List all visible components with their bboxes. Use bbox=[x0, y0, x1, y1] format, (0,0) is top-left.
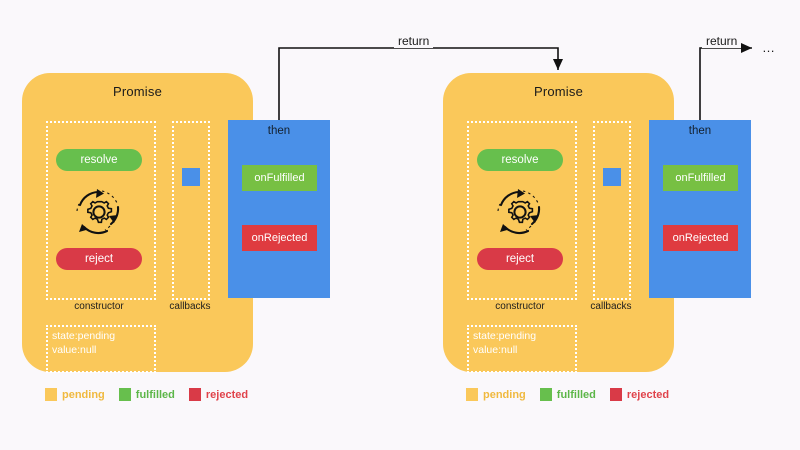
callback-slot-square[interactable] bbox=[603, 168, 621, 186]
legend-swatch-pending bbox=[466, 388, 478, 401]
legend: pending fulfilled rejected bbox=[45, 388, 256, 401]
legend-label-pending: pending bbox=[483, 388, 526, 401]
then-title: then bbox=[267, 125, 291, 137]
constructor-region bbox=[467, 121, 577, 300]
promise-title: Promise bbox=[533, 84, 584, 99]
gear-cycle-icon bbox=[485, 183, 555, 241]
legend-item-rejected: rejected bbox=[188, 388, 249, 401]
callbacks-label: callbacks bbox=[590, 301, 632, 312]
legend-swatch-rejected bbox=[609, 388, 622, 401]
then-block[interactable]: then onFulfilled onRejected bbox=[649, 120, 751, 298]
legend-item-rejected: rejected bbox=[609, 388, 670, 401]
legend-label-rejected: rejected bbox=[205, 388, 249, 401]
on-fulfilled-box[interactable]: onFulfilled bbox=[242, 165, 317, 191]
legend-item-fulfilled: fulfilled bbox=[539, 388, 596, 401]
legend-label-fulfilled: fulfilled bbox=[556, 388, 596, 401]
callbacks-region bbox=[172, 121, 210, 300]
constructor-region bbox=[46, 121, 156, 300]
state-text: state:pending value:null bbox=[473, 330, 537, 356]
callbacks-label: callbacks bbox=[169, 301, 211, 312]
constructor-label: constructor bbox=[74, 301, 124, 312]
return-label-1: return bbox=[394, 34, 434, 48]
on-rejected-box[interactable]: onRejected bbox=[663, 225, 738, 251]
legend-swatch-pending bbox=[45, 388, 57, 401]
callback-slot-square[interactable] bbox=[182, 168, 200, 186]
callbacks-region bbox=[593, 121, 631, 300]
return-arrow-2 bbox=[699, 42, 752, 121]
reject-pill[interactable]: reject bbox=[477, 248, 563, 270]
promise-card[interactable]: Promise resolve bbox=[22, 73, 253, 373]
continuation-ellipsis: … bbox=[762, 40, 776, 55]
reject-pill[interactable]: reject bbox=[56, 248, 142, 270]
resolve-pill[interactable]: resolve bbox=[56, 149, 142, 171]
state-text: state:pending value:null bbox=[52, 330, 116, 356]
legend-label-fulfilled: fulfilled bbox=[135, 388, 175, 401]
state-region bbox=[467, 325, 577, 373]
legend-label-rejected: rejected bbox=[626, 388, 670, 401]
state-region bbox=[46, 325, 156, 373]
return-label-2: return bbox=[702, 34, 742, 48]
legend-swatch-fulfilled bbox=[118, 388, 131, 401]
legend-label-pending: pending bbox=[62, 388, 105, 401]
legend: pending fulfilled rejected bbox=[466, 388, 677, 401]
then-title: then bbox=[688, 125, 712, 137]
legend-item-pending: pending bbox=[45, 388, 105, 401]
on-rejected-box[interactable]: onRejected bbox=[242, 225, 317, 251]
promise-title: Promise bbox=[112, 84, 163, 99]
on-fulfilled-box[interactable]: onFulfilled bbox=[663, 165, 738, 191]
legend-item-fulfilled: fulfilled bbox=[118, 388, 175, 401]
then-block[interactable]: then onFulfilled onRejected bbox=[228, 120, 330, 298]
constructor-label: constructor bbox=[495, 301, 545, 312]
legend-swatch-rejected bbox=[188, 388, 201, 401]
legend-swatch-fulfilled bbox=[539, 388, 552, 401]
legend-item-pending: pending bbox=[466, 388, 526, 401]
promise-card[interactable]: Promise resolve bbox=[443, 73, 674, 373]
gear-cycle-icon bbox=[64, 183, 134, 241]
resolve-pill[interactable]: resolve bbox=[477, 149, 563, 171]
